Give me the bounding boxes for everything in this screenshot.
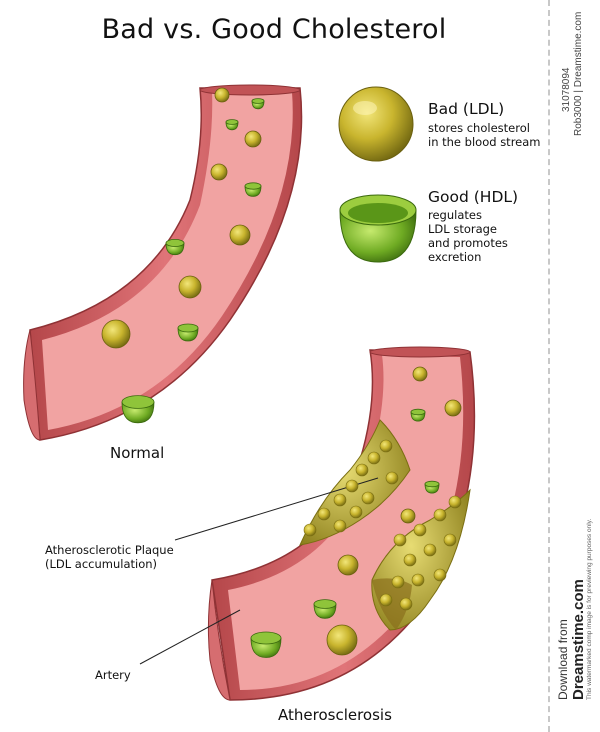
ldl-particle — [326, 624, 358, 656]
ldl-particle — [444, 399, 462, 417]
plaque-ldl-bubble — [403, 553, 417, 567]
artery-leader-line — [139, 609, 241, 665]
ldl-particle — [244, 130, 262, 148]
plaque-ldl-bubble — [361, 491, 375, 505]
plaque-ldl-bubble — [433, 508, 447, 522]
normal-artery — [23, 84, 303, 441]
plaque-ldl-bubble — [333, 519, 347, 533]
plaque-ldl-bubble — [303, 523, 317, 537]
artery-label: Artery — [95, 668, 131, 682]
plaque-ldl-bubble — [399, 597, 413, 611]
ldl-particle — [210, 163, 228, 181]
watermark-author: Rob3000 | Dreamstime.com — [573, 11, 584, 136]
hdl-particle-rim — [410, 408, 426, 416]
hdl-particle-rim — [424, 480, 440, 488]
ldl-legend-title: Bad (LDL) — [428, 100, 505, 118]
ldl-particle — [178, 275, 202, 299]
page-title: Bad vs. Good Cholesterol — [101, 14, 447, 45]
plaque-ldl-bubble — [385, 471, 399, 485]
ldl-particle — [412, 366, 428, 382]
hdl-particle-rim — [177, 323, 199, 333]
watermark-download: Download from — [556, 619, 570, 700]
hdl-particle-rim — [251, 98, 265, 104]
plaque-ldl-bubble — [379, 593, 393, 607]
watermark-divider — [548, 0, 550, 732]
watermark-id: 31078094 — [561, 67, 572, 113]
hdl-particle-rim — [244, 182, 262, 190]
ldl-legend-icon — [338, 86, 414, 162]
plaque-ldl-bubble — [443, 533, 457, 547]
plaque-ldl-bubble — [391, 575, 405, 589]
plaque-label: Atherosclerotic Plaque (LDL accumulation… — [45, 543, 174, 571]
atherosclerosis-label: Atherosclerosis — [278, 706, 392, 724]
hdl-particle-rim — [313, 599, 337, 609]
plaque-ldl-bubble — [448, 495, 462, 509]
plaque-ldl-bubble — [411, 573, 425, 587]
hdl-legend-title: Good (HDL) — [428, 188, 519, 206]
hdl-particle-rim — [165, 238, 185, 247]
ldl-particle — [101, 319, 131, 349]
normal-label: Normal — [110, 444, 165, 462]
ldl-particle — [400, 508, 416, 524]
plaque-ldl-bubble — [333, 493, 347, 507]
watermark-notice: This watermarked comp image is for previ… — [586, 518, 593, 700]
plaque-ldl-bubble — [349, 505, 363, 519]
plaque-ldl-bubble — [317, 507, 331, 521]
hdl-particle-rim — [250, 631, 282, 645]
plaque-ldl-bubble — [379, 439, 393, 453]
plaque-ldl-bubble — [413, 523, 427, 537]
plaque-leader-line — [174, 477, 379, 541]
cholesterol-particles — [101, 87, 462, 658]
ldl-particle — [337, 554, 359, 576]
watermark-site: Dreamstime.com — [570, 579, 587, 700]
ldl-particle — [229, 224, 251, 246]
hdl-legend-icon — [339, 194, 417, 263]
plaque-ldl-bubble — [345, 479, 359, 493]
hdl-legend-desc: regulates LDL storage and promotes excre… — [428, 208, 508, 264]
hdl-particle-rim — [225, 119, 239, 125]
plaque-ldl-bubble — [433, 568, 447, 582]
ldl-particle — [214, 87, 230, 103]
plaque-ldl-bubble — [355, 463, 369, 477]
plaque-ldl-bubble — [393, 533, 407, 547]
ldl-legend-desc: stores cholesterol in the blood stream — [428, 121, 541, 149]
plaque-ldl-bubble — [367, 451, 381, 465]
hdl-particle-rim — [121, 395, 155, 409]
plaque-ldl-bubble — [423, 543, 437, 557]
